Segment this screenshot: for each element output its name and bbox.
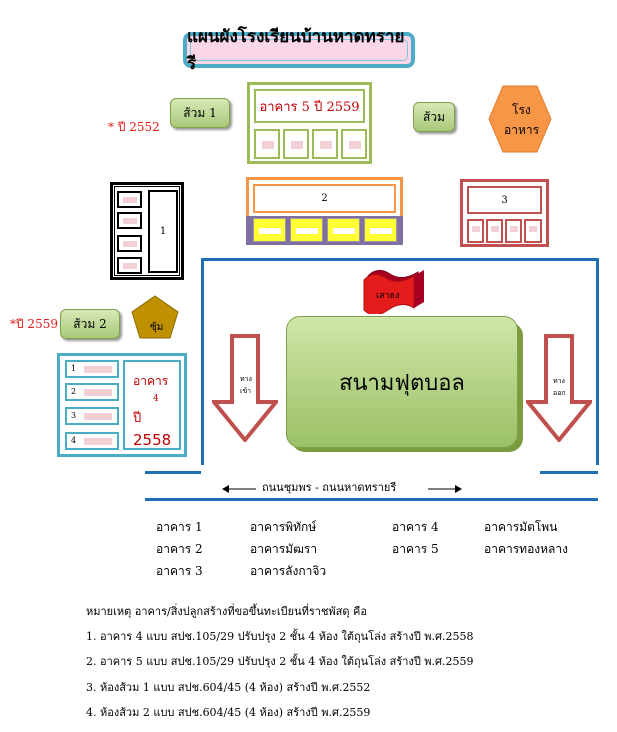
building-1-inner <box>114 186 180 276</box>
fence-bottom-left <box>145 471 201 474</box>
building-5-room-3 <box>312 129 338 159</box>
legend-num-3: อาคาร 3 <box>156 564 203 578</box>
building-3: 3 <box>460 179 549 247</box>
building-3-room-4 <box>524 219 542 243</box>
notes-item-2: 2. อาคาร 5 แบบ สปช.105/29 ปรับปรุง 2 ชั้… <box>86 655 474 668</box>
building-5-room-1 <box>254 129 280 159</box>
building-4-room-3-num: 3 <box>71 411 77 420</box>
canteen-label-1: โรง <box>512 103 531 117</box>
fence-top <box>201 258 598 261</box>
fence-bottom-right <box>540 471 598 474</box>
exit-arrow <box>526 334 592 442</box>
building-4-year: ปี <box>133 411 142 426</box>
building-1-label: 1 <box>159 226 167 237</box>
toilet-label: ส้วม <box>423 109 445 124</box>
year-2559-note: *ปี 2559 <box>10 317 58 331</box>
building-2-room-4 <box>364 218 397 242</box>
building-3-title-box: 3 <box>467 186 542 214</box>
fence-right <box>596 258 599 465</box>
football-field-label: สนามฟุตบอล <box>339 370 465 396</box>
building-1-room-2 <box>117 212 142 229</box>
legend-num-2: อาคาร 2 <box>156 542 203 556</box>
football-field: สนามฟุตบอล <box>286 316 518 448</box>
map-title-text: แผนผังโรงเรียนบ้านหาดทรายรี <box>187 27 405 74</box>
legend-name-1: อาคารพิทักษ์ <box>250 520 317 534</box>
building-1-room-3 <box>117 235 142 252</box>
notes-item-4: 4. ห้องส้วม 2 แบบ สปช.604/45 (4 ห้อง) สร… <box>86 706 371 719</box>
building-5: อาคาร 5 ปี 2559 <box>247 82 372 164</box>
building-4-room-2-num: 2 <box>71 387 77 396</box>
legend-name-3: อาคารลังกาจิว <box>250 564 327 578</box>
road-arrow-right <box>428 485 462 493</box>
exit-label-2: ออก <box>553 389 566 397</box>
entrance-label-2: เข้า <box>240 387 252 395</box>
building-4-year-num: 2558 <box>133 431 172 449</box>
building-3-label: 3 <box>501 194 508 206</box>
legend-num-1: อาคาร 1 <box>156 520 203 534</box>
building-5-title-box: อาคาร 5 ปี 2559 <box>254 89 365 123</box>
building-1-room-4 <box>117 257 142 274</box>
building-4-room-3: 3 <box>65 407 119 425</box>
building-2-room-1 <box>253 218 286 242</box>
building-1: 1 <box>110 182 184 280</box>
building-4-hall: อาคาร 4 ปี 2558 <box>123 360 181 450</box>
entrance-label-1: ทาง <box>240 375 252 383</box>
toilet-2: ส้วม 2 <box>60 309 120 339</box>
canteen-hexagon <box>488 85 552 153</box>
building-4-room-1: 1 <box>65 360 119 378</box>
hut-label: ซุ้ม <box>150 322 164 333</box>
building-4-room-2: 2 <box>65 383 119 401</box>
legend-num-5: อาคาร 5 <box>392 542 439 556</box>
flagpole-label: เสาธง <box>376 291 400 301</box>
exit-label-1: ทาง <box>553 377 565 385</box>
building-4-room-4: 4 <box>65 432 119 450</box>
notes-item-1: 1. อาคาร 4 แบบ สปช.105/29 ปรับปรุง 2 ชั้… <box>86 630 474 643</box>
building-2-label: 2 <box>321 193 328 204</box>
flagpole-shape <box>363 270 424 314</box>
building-1-room-1 <box>117 191 142 208</box>
building-3-room-1 <box>467 219 484 243</box>
notes-item-3: 3. ห้องส้วม 1 แบบ สปช.604/45 (4 ห้อง) สร… <box>86 681 371 694</box>
year-2552-note: * ปี 2552 <box>108 120 160 134</box>
toilet-1-label: ส้วม 1 <box>183 105 217 120</box>
map-title: แผนผังโรงเรียนบ้านหาดทรายรี <box>183 27 415 74</box>
building-4-room-4-num: 4 <box>71 436 77 445</box>
toilet-1: ส้วม 1 <box>170 98 230 128</box>
legend-name-4: อาคารมัตโพน <box>484 520 558 534</box>
building-4-num: 4 <box>153 394 159 404</box>
building-5-room-4 <box>341 129 367 159</box>
road-label: ถนนชุมพร - ถนนหาดทรายรี <box>262 481 397 494</box>
building-3-room-3 <box>505 219 522 243</box>
fence-left <box>201 258 204 465</box>
title-inner-border <box>190 39 408 61</box>
road-arrow-left <box>222 485 256 493</box>
notes-heading: หมายเหตุ อาคาร/สิ่งปลูกสร้างที่ขอขึ้นทะเ… <box>86 605 367 618</box>
hut-pentagon <box>131 295 179 339</box>
building-2-room-3 <box>327 218 360 242</box>
road-line <box>145 498 598 501</box>
building-2-room-2 <box>290 218 323 242</box>
legend-name-2: อาคารมัฒรา <box>250 542 318 556</box>
building-5-label: อาคาร 5 ปี 2559 <box>259 99 360 115</box>
building-4-label: อาคาร <box>133 374 169 388</box>
canteen-label-2: อาหาร <box>504 123 540 137</box>
building-2: 2 <box>246 177 403 245</box>
toilet-2-label: ส้วม 2 <box>73 316 107 331</box>
legend-num-4: อาคาร 4 <box>392 520 439 534</box>
building-1-hall: 1 <box>148 190 178 273</box>
toilet: ส้วม <box>413 102 455 132</box>
legend-name-5: อาคารทองหลาง <box>484 542 568 556</box>
building-3-room-2 <box>486 219 503 243</box>
entrance-arrow <box>212 334 278 442</box>
building-5-room-2 <box>283 129 309 159</box>
building-4: 1 2 3 4 อาคาร 4 ปี 2558 <box>57 353 187 457</box>
building-2-title-box: 2 <box>253 184 396 213</box>
building-4-room-1-num: 1 <box>71 364 77 373</box>
